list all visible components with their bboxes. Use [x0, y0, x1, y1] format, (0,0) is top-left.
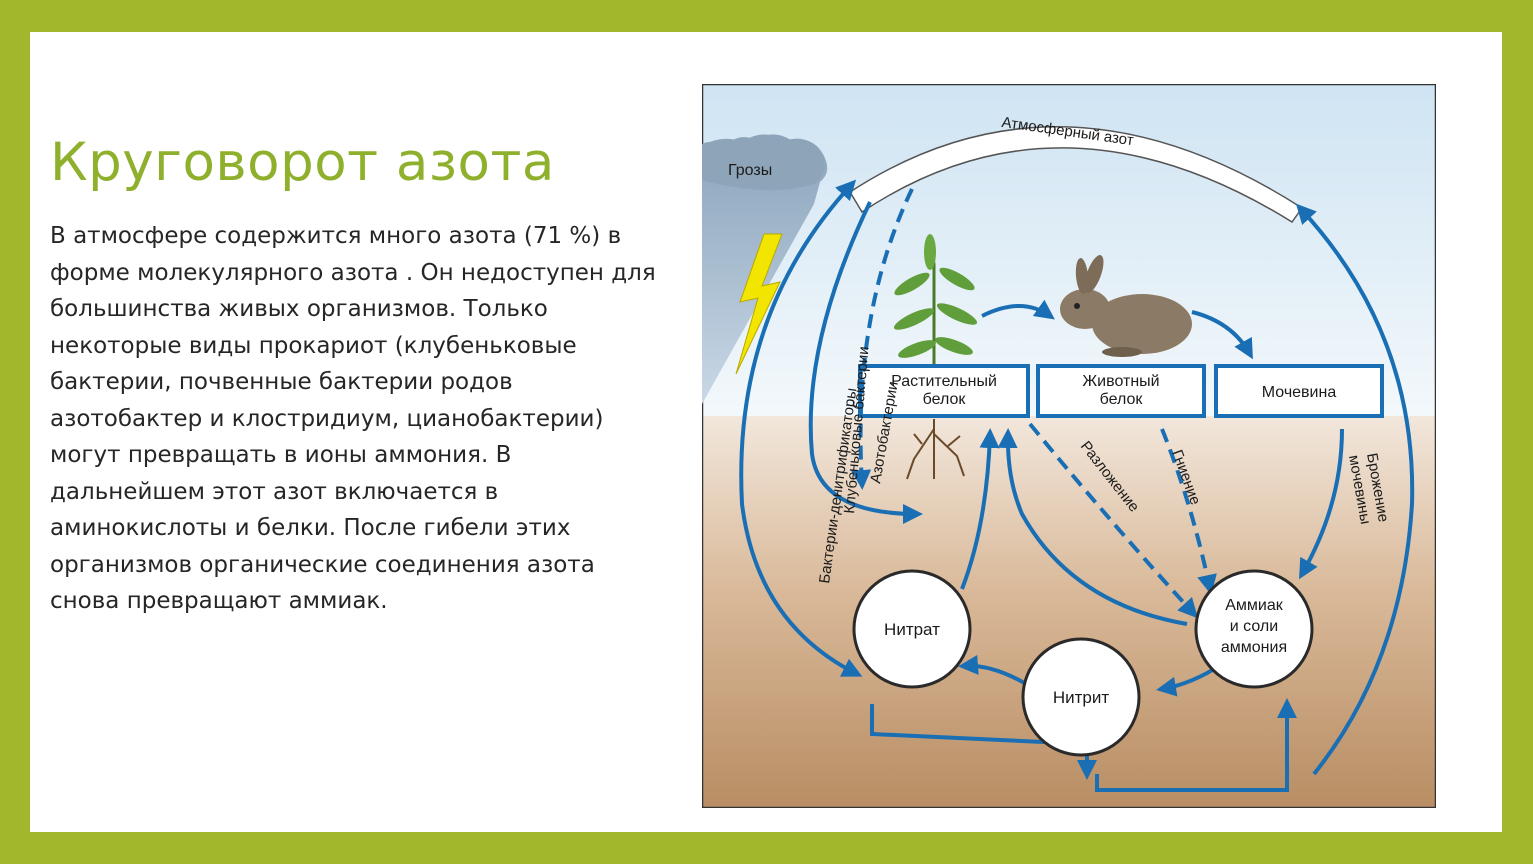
diagram-frame — [702, 84, 1436, 808]
dashed-arrows — [851, 188, 1217, 619]
arrow-nitrate-to-plant — [960, 428, 1000, 590]
plant-protein-label: Растительный — [891, 373, 997, 390]
arrow-atmosphere-left — [739, 179, 863, 677]
body-line: дальнейшем этот азот включается в — [50, 478, 499, 505]
arrow-bottom-to-ammonia — [1095, 698, 1297, 792]
slide-title: Круговорот азота — [50, 132, 555, 193]
body-line: бактерии, почвенные бактерии родов — [50, 369, 513, 395]
body-line: снова превращают аммиак. — [50, 588, 388, 614]
atmospheric-nitrogen-band — [848, 126, 1304, 224]
cycle-arrows — [739, 179, 1415, 792]
arrow-atmosphere-to-roots — [808, 201, 923, 524]
nitrite-circle — [1021, 637, 1141, 757]
urea-label: Мочевина — [1262, 384, 1337, 401]
nitrate-label: Нитрат — [884, 620, 940, 639]
arrow-nitrate-to-nitrite-bottom — [870, 704, 1097, 780]
nitrite-label: Нитрит — [1053, 688, 1110, 707]
animal-protein-label-2: белок — [1100, 391, 1144, 408]
arrow-ammonia-to-plant — [997, 428, 1188, 626]
lightning-icon — [735, 233, 783, 375]
body-line: форме молекулярного азота . Он недоступе… — [50, 259, 656, 286]
body-line: могут превращать в ионы аммония. В — [50, 442, 512, 468]
nitrate-circle — [852, 569, 972, 689]
plant-protein-label-2: белок — [923, 391, 967, 408]
animal-protein-label: Животный — [1082, 373, 1159, 390]
nitrogen-cycle-diagram: Грозы Атмосферный азот — [702, 84, 1436, 808]
arrow-nitrite-to-nitrate — [958, 655, 1028, 686]
slide-body-text: В атмосфере содержится много азота (71 %… — [50, 218, 690, 620]
body-line: большинства живых организмов. Только — [50, 296, 548, 322]
ammonia-label-3: аммония — [1221, 639, 1287, 656]
body-line: некоторые виды прокариот (клубеньковые — [50, 332, 577, 359]
ammonia-circle — [1194, 569, 1314, 689]
body-line: азотобактер и клостридиум, цианобактерии… — [50, 405, 604, 432]
plant-icon — [893, 234, 978, 369]
arrow-rabbit-to-urea — [1191, 310, 1253, 360]
arrow-nodule-bacteria — [851, 188, 914, 490]
slide: Круговорот азота В атмосфере содержится … — [30, 32, 1502, 832]
arrow-plant-to-rabbit — [981, 299, 1055, 320]
body-line: В атмосфере содержится много азота (71 %… — [50, 223, 622, 249]
rabbit-icon — [1060, 255, 1192, 357]
storm-label: Грозы — [728, 162, 772, 179]
arrow-ammonia-to-atmosphere — [1295, 203, 1415, 776]
ammonia-label: Аммиак — [1225, 597, 1284, 614]
animal-protein-box — [1036, 364, 1206, 418]
arrow-urea-to-ammonia — [1299, 428, 1344, 580]
body-line: аминокислоты и белки. После гибели этих — [50, 515, 571, 541]
body-line: организмов органические соединения азота — [50, 551, 595, 578]
plant-roots-icon — [906, 419, 965, 480]
arrow-decomposition — [1028, 422, 1199, 619]
ammonia-label-2: и соли — [1230, 618, 1278, 635]
diagram-canvas: Грозы Атмосферный азот — [702, 84, 1436, 808]
urea-box — [1214, 364, 1384, 418]
plant-protein-box — [858, 364, 1030, 418]
